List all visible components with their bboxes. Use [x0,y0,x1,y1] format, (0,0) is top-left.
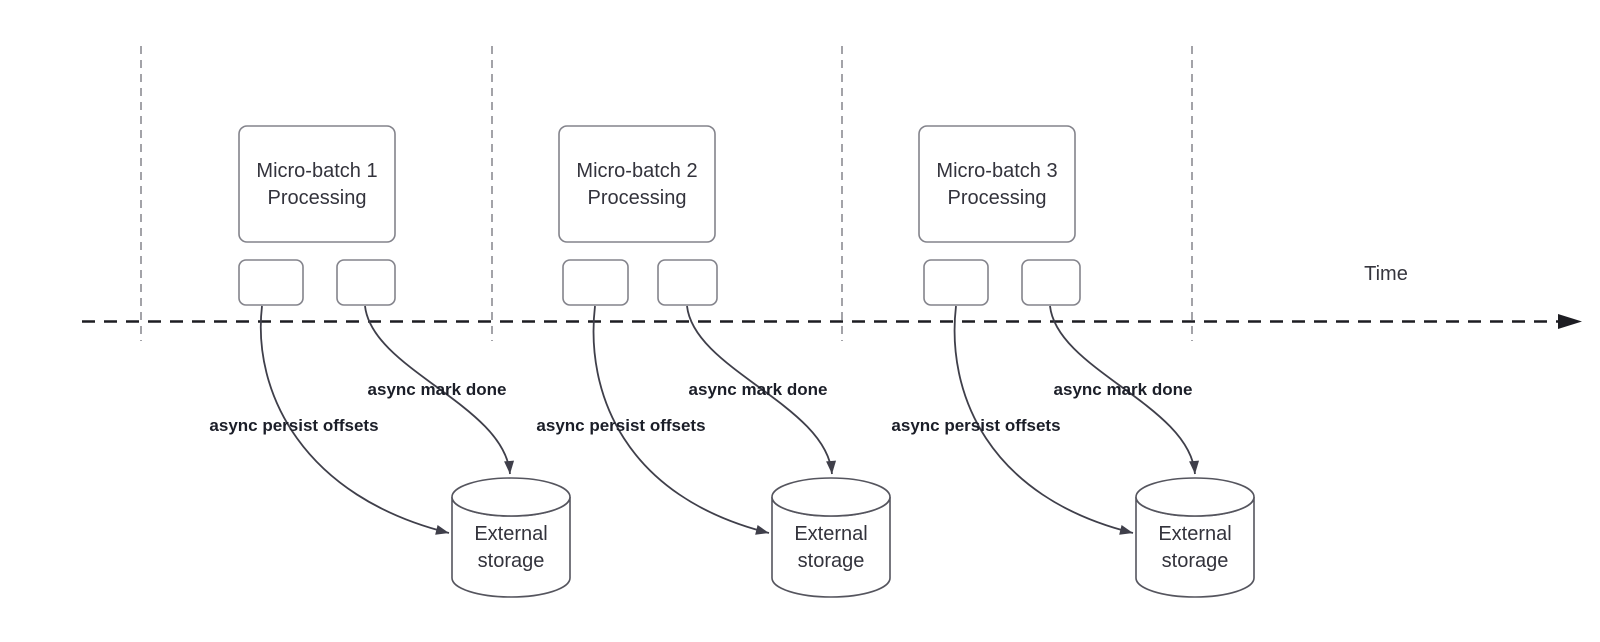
external-storage-cylinder-top [771,477,891,517]
process-box [558,125,716,243]
mark-done-label: async mark done [1054,380,1193,399]
offset-task-box [562,259,629,306]
mark-done-label: async mark done [689,380,828,399]
mark-done-arrow [1049,305,1200,475]
offset-task-box [238,259,304,306]
process-box-label-line1: Micro-batch 3 [936,160,1057,182]
process-box [238,125,396,243]
external-storage-cylinder-top [1135,477,1255,517]
storage-label-line1: External [474,523,547,545]
process-box-label-line1: Micro-batch 2 [576,160,697,182]
done-task-box [336,259,396,306]
process-box-label-line1: Micro-batch 1 [256,160,377,182]
storage-label-line2: storage [1162,550,1229,572]
process-box [918,125,1076,243]
storage-label-line2: storage [478,550,545,572]
storage-label-line1: External [1158,523,1231,545]
persist-offsets-arrow [592,305,770,535]
done-task-box [1021,259,1081,306]
micro-batch-section: Micro-batch 3 Processing async persist o… [891,125,1255,598]
persist-offsets-label: async persist offsets [209,416,378,435]
mark-done-label: async mark done [368,380,507,399]
process-box-label-line2: Processing [268,187,367,209]
persist-offsets-arrow [260,305,450,535]
micro-batch-section: Micro-batch 2 Processing async persist o… [536,125,891,598]
time-axis-arrowhead-icon [1558,314,1582,329]
mark-done-arrow [686,305,837,475]
time-axis-label: Time [1364,263,1408,285]
offset-task-box [923,259,989,306]
process-box-label-line2: Processing [588,187,687,209]
external-storage-cylinder-top [451,477,571,517]
persist-offsets-label: async persist offsets [891,416,1060,435]
micro-batch-section: Micro-batch 1 Processing async persist o… [209,125,571,598]
storage-label-line2: storage [798,550,865,572]
done-task-box [657,259,718,306]
mark-done-arrow [364,305,515,475]
storage-label-line1: External [794,523,867,545]
persist-offsets-label: async persist offsets [536,416,705,435]
process-box-label-line2: Processing [948,187,1047,209]
persist-offsets-arrow [953,305,1134,535]
